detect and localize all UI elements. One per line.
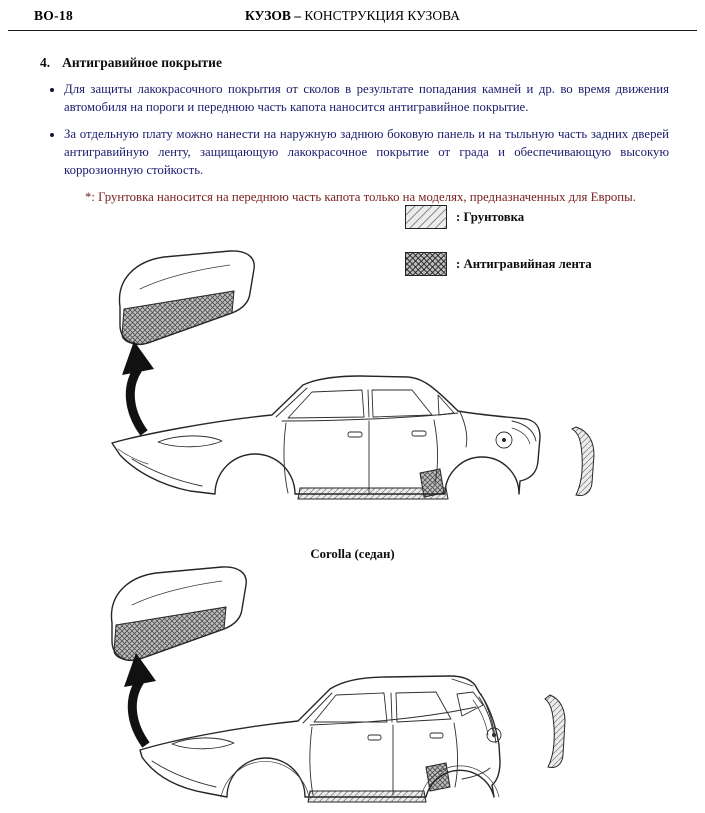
hatchback-hood-outline <box>110 566 247 661</box>
footnote: *: Грунтовка наносится на переднюю часть… <box>85 189 636 204</box>
sedan-quarter-window <box>437 394 455 416</box>
bullet-list: Для защиты лакокрасочного покрытия от ск… <box>40 81 671 180</box>
sedan-front-window <box>287 389 365 419</box>
rear-panel-piece <box>544 694 566 768</box>
fuel-filler-lid <box>486 727 502 743</box>
hatchback-quarter-window <box>456 691 484 717</box>
header-title: КУЗОВ – КОНСТРУКЦИЯ КУЗОВА <box>8 8 697 24</box>
bullet-item: Для защиты лакокрасочного покрытия от ск… <box>64 81 671 117</box>
door-handle <box>429 732 444 739</box>
sedan-body-outline <box>111 375 541 495</box>
legend-row-primer: : Грунтовка <box>405 205 592 229</box>
header-title-rest: КОНСТРУКЦИЯ КУЗОВА <box>304 8 460 23</box>
up-arrow-icon <box>124 653 156 748</box>
sedan-rear-window <box>371 389 433 418</box>
rear-panel-piece <box>570 426 595 496</box>
illustration-area: : Грунтовка : Антигравийная лента <box>0 195 705 813</box>
page-header: BO-18 КУЗОВ – КОНСТРУКЦИЯ КУЗОВА <box>8 0 697 31</box>
header-title-bold: КУЗОВ – <box>245 8 305 23</box>
page-code: BO-18 <box>34 8 74 23</box>
hatchback-hood-illustration <box>110 566 247 661</box>
hatchback-figure <box>110 566 566 803</box>
section-number: 4. <box>40 55 51 70</box>
bullet-item: За отдельную плату можно нанести на нару… <box>64 126 671 180</box>
hatchback-front-window <box>313 692 388 723</box>
door-handle <box>367 734 382 741</box>
section-heading: 4. Антигравийное покрытие <box>40 55 671 71</box>
hatchback-body-outline <box>139 675 501 798</box>
primer-label: : Грунтовка <box>456 209 525 224</box>
headlight-opening <box>157 435 223 448</box>
sedan-body-illustration <box>111 375 595 500</box>
sedan-hood-illustration <box>118 250 255 345</box>
tape-swatch <box>405 252 447 276</box>
page-content: 4. Антигравийное покрытие Для защиты лако… <box>0 55 705 206</box>
door-handle <box>411 430 427 437</box>
taillight <box>511 420 537 442</box>
hatchback-rear-window <box>395 691 452 723</box>
primer-swatch <box>405 205 447 229</box>
hatchback-body-illustration <box>139 675 566 803</box>
legend: : Грунтовка : Антигравийная лента <box>405 205 592 299</box>
fuel-filler-lid <box>495 431 513 449</box>
sedan-caption: Corolla (седан) <box>310 547 395 561</box>
legend-row-tape: : Антигравийная лента <box>405 252 592 276</box>
tape-label: : Антигравийная лента <box>456 256 592 271</box>
headlight-opening <box>171 737 235 750</box>
taillight <box>478 696 495 738</box>
sedan-door-tape-patch <box>419 468 445 498</box>
sedan-figure <box>111 250 595 500</box>
door-handle <box>347 431 363 438</box>
up-arrow-icon <box>122 341 154 436</box>
section-title: Антигравийное покрытие <box>62 55 222 70</box>
